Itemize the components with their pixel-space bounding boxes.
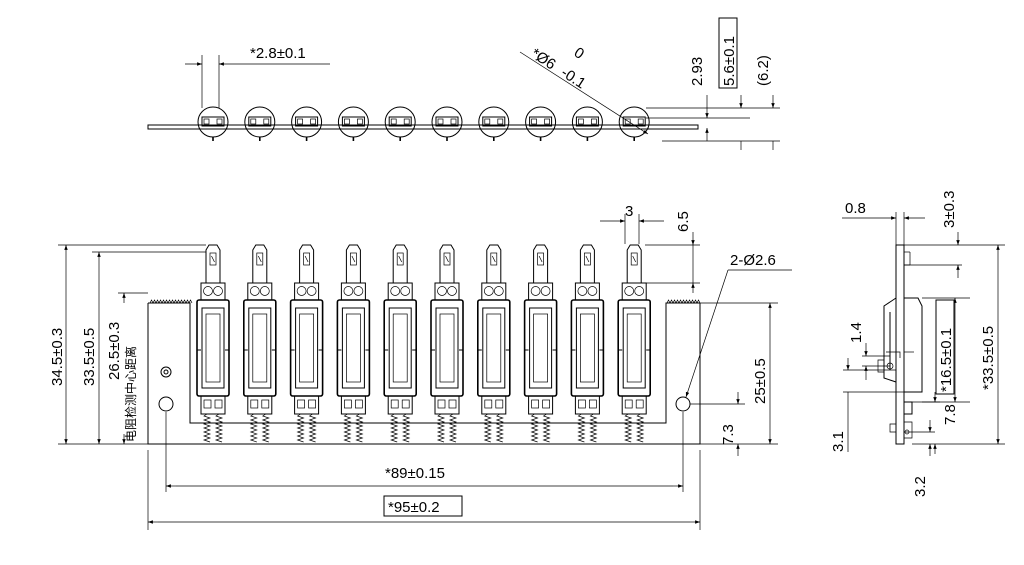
- front-h-body-label: 33.5±0.5: [81, 328, 98, 386]
- top-element: [525, 106, 557, 141]
- front-element: [196, 244, 230, 443]
- top-h2-label: 5.6±0.1: [721, 36, 738, 86]
- top-pitch-label: *2.8±0.1: [250, 45, 306, 62]
- top-dia-label: *Ø6: [528, 45, 559, 73]
- top-view-elements: [197, 106, 650, 141]
- side-body: [895, 244, 905, 445]
- front-element: [476, 244, 511, 443]
- front-holes-label: 2-Ø2.6: [730, 252, 776, 269]
- top-element: [478, 106, 510, 141]
- side-thickness-label: 0.8: [845, 200, 866, 217]
- right-mount-hole: [675, 396, 691, 412]
- top-element: [384, 106, 416, 141]
- front-h-center-label: 26.5±0.3: [106, 322, 123, 380]
- front-view: 34.5±0.3 33.5±0.5 26.5±0.3 电阻检测中心距离 3 6.…: [49, 203, 792, 530]
- top-strip-base: [147, 124, 699, 130]
- side-total-label: *33.5±0.5: [980, 326, 997, 390]
- side-bottom2-label: 3.2: [912, 476, 929, 497]
- side-left-bottom-label: 3.1: [830, 431, 847, 452]
- front-element: [336, 244, 371, 443]
- left-mount-hole: [158, 396, 174, 412]
- side-mid-label: *16.5±0.1: [938, 328, 955, 392]
- top-element: [571, 106, 603, 141]
- front-h-hole-label: 7.3: [720, 424, 737, 445]
- side-small-label: 1.4: [848, 322, 865, 343]
- front-element: [617, 244, 652, 443]
- front-view-elements: [196, 244, 652, 443]
- front-tab-height-label: 6.5: [675, 211, 692, 232]
- front-serration: [149, 299, 701, 304]
- front-element: [430, 244, 464, 443]
- top-h3-label: (6.2): [755, 55, 772, 86]
- top-element: [618, 106, 650, 141]
- side-top-label: 3±0.3: [941, 191, 958, 228]
- top-view: *2.8±0.1 0 *Ø6 -0.1 2.93 5.6±0.1 (6.2): [147, 17, 780, 150]
- front-element: [289, 244, 324, 443]
- side-clip: [904, 297, 923, 393]
- top-dia-lower-label: -0.1: [558, 64, 589, 92]
- top-element: [337, 106, 369, 141]
- front-housing: [147, 303, 701, 445]
- top-element: [431, 106, 463, 141]
- front-element: [523, 244, 558, 443]
- top-h1-label: 2.93: [689, 57, 706, 86]
- front-element: [243, 244, 277, 443]
- front-w-holes-label: *89±0.15: [385, 465, 445, 482]
- front-tab-width-label: 3: [625, 203, 633, 220]
- side-bottom1-label: 7.8: [942, 404, 959, 425]
- top-element: [197, 106, 229, 141]
- front-element: [383, 244, 418, 443]
- top-dia-upper-label: 0: [571, 44, 587, 63]
- front-h-right-label: 25±0.5: [752, 358, 769, 404]
- front-element: [570, 244, 605, 443]
- left-pin-mark: [160, 366, 172, 378]
- side-view: 0.8 3±0.3 1.4 3.1 *16.5±0.1 *33.5±0.5: [830, 191, 1005, 497]
- front-w-total-label: *95±0.2: [388, 499, 440, 516]
- front-h-total-label: 34.5±0.3: [49, 328, 66, 386]
- top-element: [244, 106, 276, 141]
- top-element: [291, 106, 323, 141]
- front-cn-label: 电阻检测中心距离: [123, 346, 138, 442]
